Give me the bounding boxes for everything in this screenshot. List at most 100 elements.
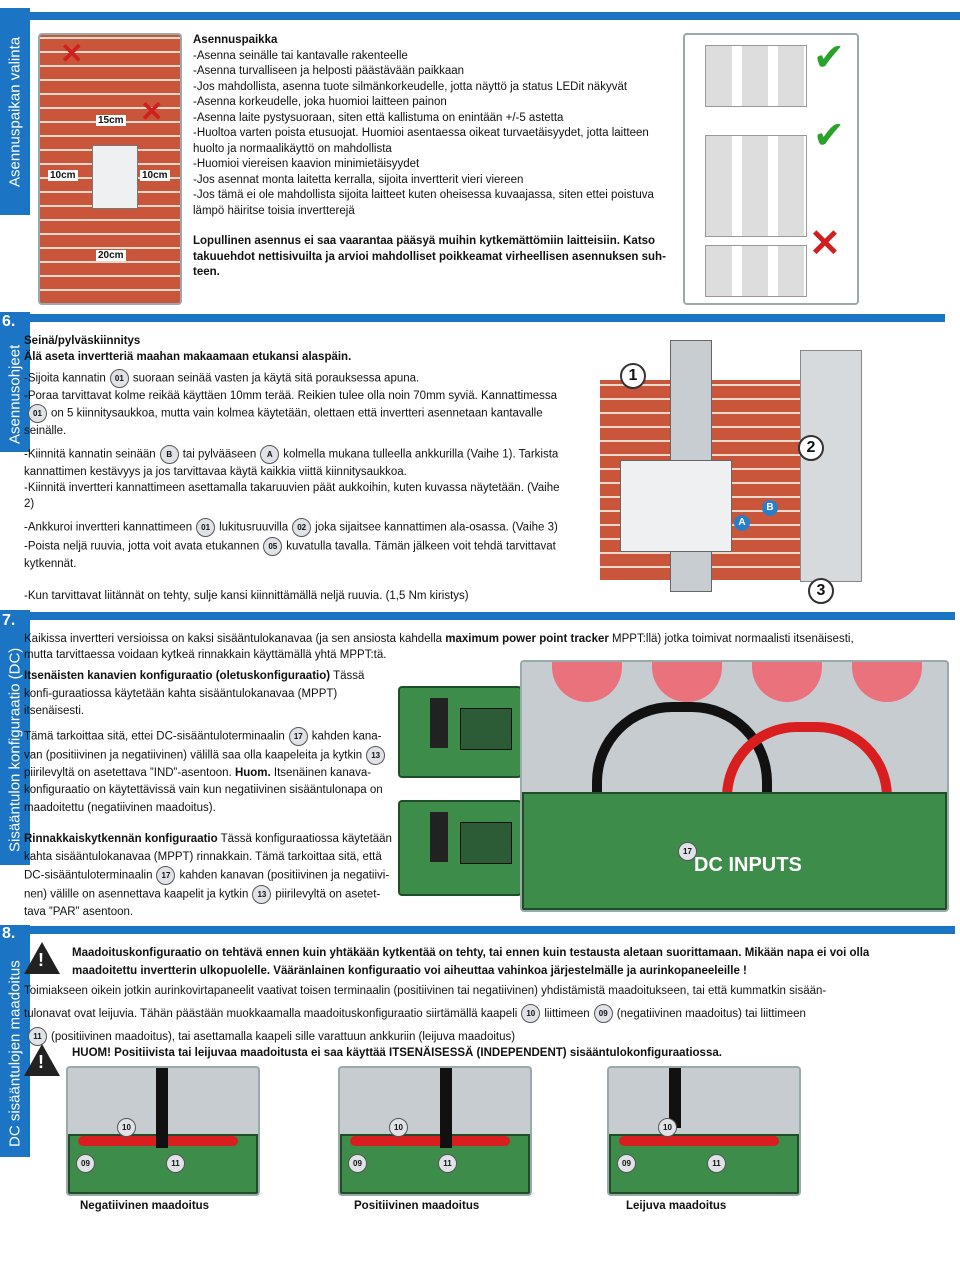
badge-02-icon: 02 xyxy=(292,518,312,537)
section-rule-6 xyxy=(30,314,945,322)
dim-bottom-label: 20cm xyxy=(96,250,126,261)
badge-17-icon: 17 xyxy=(156,866,176,886)
spacing-diagram: ✔ ✔ ✕ xyxy=(683,33,859,305)
dc-text-fragment: van (positiivinen ja negatiivinen) välil… xyxy=(24,749,363,762)
dc-text-fragment: DC-sisääntuloterminaalin xyxy=(24,869,153,882)
step-3-icon: 3 xyxy=(808,578,834,604)
badge-01-icon: 01 xyxy=(109,369,129,388)
badge-09-icon: 09 xyxy=(617,1154,636,1173)
sidebar-label-1: Asennuspaikan valinta xyxy=(6,36,24,187)
grounding-negative-illustration: 10 09 11 xyxy=(66,1066,260,1196)
ground-text-fragment: liittimeen xyxy=(544,1008,590,1020)
install-text-fragment: suoraan seinää vasten ja käytä sitä pora… xyxy=(132,372,420,385)
badge-17-icon: 17 xyxy=(288,726,308,746)
label-b-icon: B xyxy=(762,500,778,516)
placement-line: -Asenna laite pystysuoraan, siten että k… xyxy=(193,111,564,124)
connector-cap xyxy=(752,662,822,702)
step-2-icon: 2 xyxy=(798,435,824,461)
wrong-mount-x-icon: ✕ xyxy=(60,38,84,69)
wrong-mount-x-icon-2: ✕ xyxy=(140,96,164,127)
dc-text-fragment: nen) välille on asennettava kaapelit ja … xyxy=(24,888,249,901)
inverter-grid xyxy=(705,45,807,107)
dc-text-fragment: piirilevyltä on asetet- xyxy=(275,888,381,901)
badge-01-icon: 01 xyxy=(196,518,216,537)
install-text-fragment: on 5 kiinnitysaukkoa, mutta vain kolmea … xyxy=(24,407,543,437)
badge-11-icon: 11 xyxy=(707,1154,726,1173)
badge-09-icon: 09 xyxy=(593,1004,613,1024)
grounding-positive-illustration: 10 09 11 xyxy=(338,1066,532,1196)
install-text-fragment: lukitusruuvilla xyxy=(219,521,289,534)
badge-10-icon: 10 xyxy=(658,1118,677,1137)
section-number-7: 7. xyxy=(2,612,16,630)
terminal-block xyxy=(460,708,512,750)
dc-text-fragment: Itsenäisten kanavien konfiguraatio (olet… xyxy=(24,670,331,682)
install-warning: Älä aseta invertteriä maahan makaamaan e… xyxy=(24,351,352,363)
badge-17-icon: 17 xyxy=(678,842,697,861)
placement-title: Asennuspaikka xyxy=(193,34,278,46)
red-connector xyxy=(619,1136,779,1146)
grounding-note: HUOM! Positiivista tai leijuvaa maadoitu… xyxy=(72,1047,722,1059)
placement-text: Asennuspaikka -Asenna seinälle tai kanta… xyxy=(193,33,668,281)
ground-text-fragment: (negatiivinen maadoitus) tai liittimeen xyxy=(616,1008,806,1020)
install-step: -Kun tarvittavat liitännät on tehty, sul… xyxy=(24,590,469,602)
connector-cap xyxy=(552,662,622,702)
dc-text-fragment: Tässä konfi-guraatiossa käytetään kahta … xyxy=(24,670,365,717)
dc-text-fragment: Rinnakkaiskytkennän konfiguraatio xyxy=(24,833,218,846)
dc-text-fragment: Tässä konfiguraatiossa käytetään kahta s… xyxy=(24,833,392,863)
dc-text-fragment: Huom. xyxy=(234,766,271,779)
dim-top-label: 15cm xyxy=(96,115,126,126)
dc-config-text: Itsenäisten kanavien konfiguraatio (olet… xyxy=(24,668,392,922)
black-cable xyxy=(669,1068,681,1128)
placement-line: -Asenna turvalliseen ja helposti päästäv… xyxy=(193,65,465,77)
dip-switch-icon xyxy=(430,812,448,862)
badge-11-icon: 11 xyxy=(166,1154,185,1173)
black-cable xyxy=(440,1068,452,1148)
dim-left-label: 10cm xyxy=(48,170,78,181)
dc-board: DC INPUTS 17 xyxy=(522,792,947,910)
column-drawing xyxy=(800,350,862,582)
cross-icon: ✕ xyxy=(809,223,841,265)
dip-switch-icon xyxy=(430,698,448,748)
sidebar-section-1: Asennuspaikan valinta xyxy=(0,8,30,215)
placement-illustration: 15cm 10cm 10cm 20cm ✕ ✕ xyxy=(38,33,182,305)
inverter-grid xyxy=(705,245,807,297)
label-a-icon: A xyxy=(734,515,750,531)
dc-text-fragment: MPPT:llä) jotka toimivat normaalisti its… xyxy=(24,633,854,661)
badge-13-icon: 13 xyxy=(366,745,386,765)
install-text-fragment: -Kiinnitä kannatin seinään xyxy=(24,448,156,461)
badge-09-icon: 09 xyxy=(76,1154,95,1173)
badge-01-icon: 01 xyxy=(28,404,47,423)
grounding-text: Toimiakseen oikein jotkin aurinkovirtapa… xyxy=(24,980,859,1049)
dc-text-fragment: Itsenäinen kanava-konfiguraatio on käyte… xyxy=(24,766,383,814)
placement-line: -Jos asennat monta laitetta kerralla, si… xyxy=(193,173,524,186)
install-text-fragment: kuvatulla tavalla. Tämän jälkeen voit te… xyxy=(24,540,556,570)
placement-line: -Asenna korkeudelle, joka huomioi laitte… xyxy=(193,96,447,108)
dc-inputs-illustration: DC INPUTS 17 xyxy=(520,660,949,912)
badge-11-icon: 11 xyxy=(438,1154,457,1173)
placement-line: -Jos mahdollista, asenna tuote silmänkor… xyxy=(193,80,628,93)
dc-text-fragment: maximum power point tracker xyxy=(445,633,609,645)
dc-text-fragment: tava ”PAR” asentoon. xyxy=(24,906,134,919)
install-text-fragment: -Ankkuroi invertteri kannattimeen xyxy=(24,521,193,534)
dc-text-fragment: kahden kanavan (positiivinen ja negatiiv… xyxy=(179,869,390,882)
caption-positive: Positiivinen maadoitus xyxy=(354,1200,480,1212)
badge-10-icon: 10 xyxy=(521,1004,541,1024)
placement-line: -Jos tämä ei ole mahdollista sijoita lai… xyxy=(193,189,654,217)
badge-b-icon: B xyxy=(159,445,179,464)
badge-10-icon: 10 xyxy=(117,1118,136,1137)
step-1-icon: 1 xyxy=(620,363,646,389)
badge-05-icon: 05 xyxy=(263,537,283,556)
install-text-fragment: joka sijaitsee kannattimen ala-osassa. (… xyxy=(315,521,558,534)
install-text-fragment: kolmella mukana tulleella ankkurilla (Va… xyxy=(24,448,559,478)
mounting-illustration xyxy=(600,340,862,592)
section-rule-7 xyxy=(30,612,955,620)
dc-intro: Kaikissa invertteri versioissa on kaksi … xyxy=(24,632,864,663)
check-icon: ✔ xyxy=(813,115,845,157)
placement-line: -Huoltoa varten poista etusuojat. Huomio… xyxy=(193,127,649,155)
warning-icon xyxy=(24,942,60,974)
caption-floating: Leijuva maadoitus xyxy=(626,1200,727,1212)
install-text-fragment: -Poista neljä ruuvia, jotta voit avata e… xyxy=(24,540,260,553)
